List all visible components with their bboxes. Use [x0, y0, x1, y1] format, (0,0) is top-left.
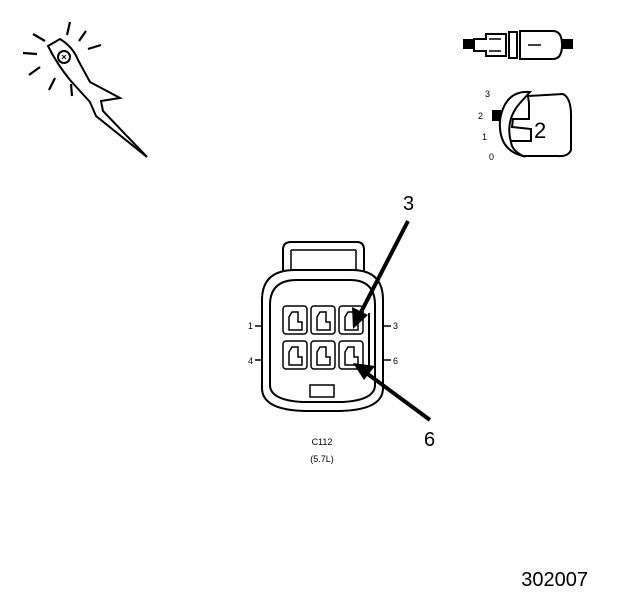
position-0-label: 0 — [489, 152, 494, 162]
callout-arrow-6 — [353, 363, 432, 422]
position-3-label: 3 — [485, 89, 490, 99]
pin-4-label: 4 — [248, 356, 253, 366]
position-2-label: 2 — [478, 111, 483, 121]
position-1-label: 1 — [482, 132, 487, 142]
connector-id: C112 — [312, 437, 333, 447]
callout-label-6: 6 — [424, 429, 435, 451]
test-probe-icon — [22, 21, 148, 158]
key-label: 2 — [534, 118, 546, 143]
terminal-cavity — [338, 340, 364, 370]
position-scale: 3 2 1 0 2 — [478, 89, 546, 162]
terminal-cavity — [282, 305, 308, 335]
connector-key-icon — [492, 90, 572, 158]
pin-6-label: 6 — [393, 356, 398, 366]
terminal-cavity — [310, 305, 336, 335]
pin-3-label: 3 — [393, 321, 398, 331]
terminal-cavity — [310, 340, 336, 370]
figure-number: 302007 — [521, 569, 588, 591]
terminal-cavity — [282, 340, 308, 370]
spark-burst-icon — [22, 21, 102, 97]
pin-1-label: 1 — [248, 321, 253, 331]
callout-arrow-3 — [352, 220, 410, 329]
connector-plug-icon — [463, 30, 573, 60]
callout-label-3: 3 — [403, 193, 414, 215]
connector-variant: (5.7L) — [310, 454, 334, 464]
